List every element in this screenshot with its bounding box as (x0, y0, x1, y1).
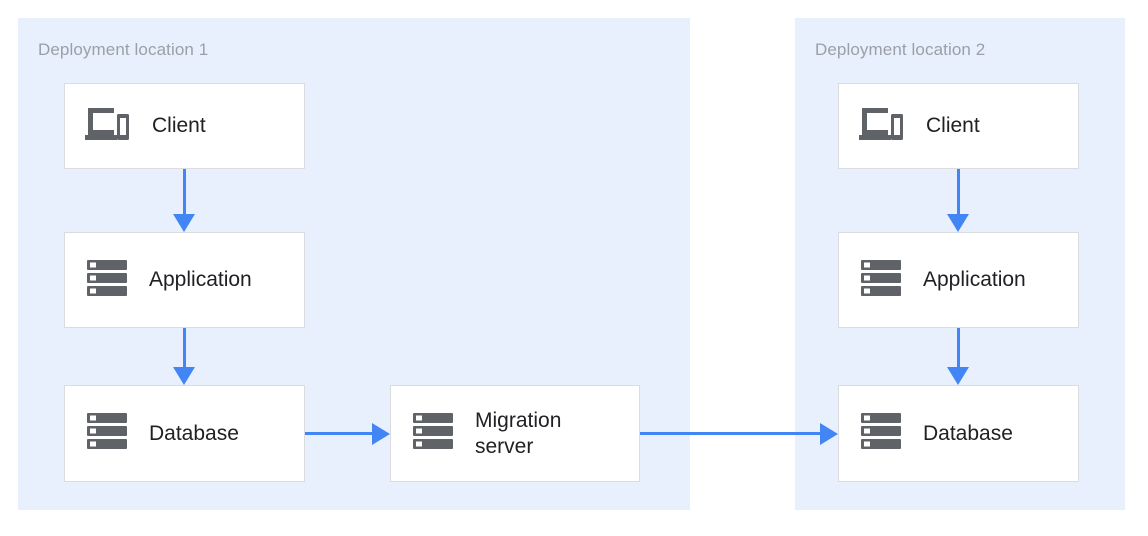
edge-application2-database2-arrowhead (947, 367, 969, 385)
node-database-1-label: Database (149, 421, 239, 445)
devices-icon (858, 104, 904, 149)
edge-application1-database1-arrowhead (173, 367, 195, 385)
edge-client1-application1-line (183, 168, 186, 216)
edge-migrationserver-database2-line (640, 432, 825, 435)
node-migration-server-label: Migration server (475, 408, 562, 458)
devices-icon (84, 104, 130, 149)
edge-client2-application2-arrowhead (947, 214, 969, 232)
node-application-2-label: Application (923, 268, 1026, 291)
deployment-location-1-label: Deployment location 1 (38, 40, 209, 59)
edge-client1-application1-arrowhead (173, 214, 195, 232)
edge-database1-migrationserver-line (305, 432, 375, 435)
node-database-2-label: Database (923, 421, 1013, 445)
node-client-2[interactable]: Client (838, 83, 1079, 169)
server-icon (859, 409, 903, 458)
server-icon (85, 409, 129, 458)
edge-migrationserver-database2-arrowhead (820, 423, 838, 445)
server-icon (411, 409, 455, 458)
node-client-1-label: Client (152, 114, 206, 137)
node-database-2[interactable]: Database (838, 385, 1079, 482)
node-client-1[interactable]: Client (64, 83, 305, 169)
node-application-1[interactable]: Application (64, 232, 305, 328)
deployment-location-2-label: Deployment location 2 (815, 40, 986, 59)
server-icon (85, 256, 129, 305)
node-application-2[interactable]: Application (838, 232, 1079, 328)
edge-application2-database2-line (957, 328, 960, 370)
node-migration-server[interactable]: Migration server (390, 385, 640, 482)
edge-application1-database1-line (183, 328, 186, 370)
edge-client2-application2-line (957, 168, 960, 216)
server-icon (859, 256, 903, 305)
node-application-1-label: Application (149, 268, 252, 291)
node-database-1[interactable]: Database (64, 385, 305, 482)
node-client-2-label: Client (926, 114, 980, 137)
edge-database1-migrationserver-arrowhead (372, 423, 390, 445)
